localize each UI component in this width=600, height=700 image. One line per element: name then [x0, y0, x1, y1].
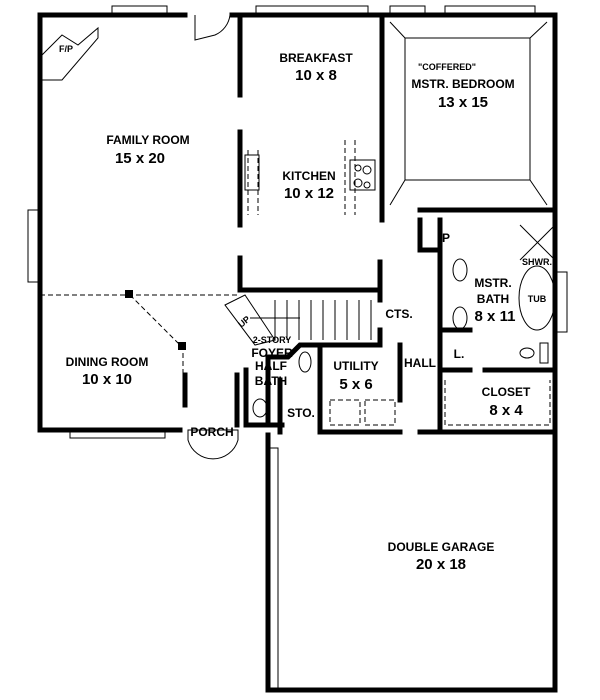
fireplace-icon [41, 26, 99, 81]
closets-label: CTS. [385, 307, 412, 321]
walls [37, 12, 558, 693]
closet-shelf [444, 380, 551, 426]
closet-size: 8 x 4 [489, 402, 523, 419]
column-icon [178, 342, 186, 350]
utility-size: 5 x 6 [339, 376, 372, 393]
sink-icon [452, 258, 468, 282]
stairs [250, 300, 372, 340]
pantry-label: P [442, 231, 450, 245]
kitchen-counter [247, 140, 356, 215]
fireplace-label: F/P [59, 44, 73, 54]
hall-label: HALL [404, 356, 436, 370]
linen-label: L. [454, 347, 465, 361]
dryer-icon [364, 399, 396, 426]
master-bedroom-label: MSTR. BEDROOM [411, 77, 514, 91]
garage-label: DOUBLE GARAGE [388, 540, 495, 554]
door-swing [194, 14, 231, 41]
sink-icon [298, 351, 312, 373]
master-bath-label-1: MSTR. [474, 276, 511, 290]
master-bath-label-2: BATH [477, 292, 509, 306]
toilet-icon [252, 398, 268, 418]
family-room-size: 15 x 20 [115, 150, 165, 167]
half-bath-label-1: HALF [255, 359, 287, 373]
dining-room-size: 10 x 10 [82, 371, 132, 388]
stairs-up-label: UP [236, 314, 252, 330]
tub-label: TUB [528, 294, 547, 304]
foyer-note: 2-STORY [253, 335, 292, 345]
half-bath-label-2: BATH [255, 374, 287, 388]
porch-outline [187, 429, 239, 460]
shower-label: SHWR. [522, 257, 552, 267]
sink-icon [244, 154, 260, 191]
porch-label: PORCH [190, 425, 233, 439]
foyer-opening [40, 294, 240, 405]
foyer-label: FOYER [251, 346, 293, 360]
closet-label: CLOSET [482, 385, 531, 399]
kitchen-label: KITCHEN [282, 169, 335, 183]
master-bedroom-note: "COFFERED" [418, 62, 476, 72]
tub-icon [518, 265, 556, 331]
kitchen-size: 10 x 12 [284, 185, 334, 202]
washer-icon [329, 399, 361, 426]
shower-icon [519, 224, 556, 261]
utility-label: UTILITY [333, 359, 378, 373]
breakfast-label: BREAKFAST [279, 51, 353, 65]
toilet-icon [519, 347, 535, 359]
family-room-label: FAMILY ROOM [106, 133, 189, 147]
stove-icon [349, 159, 376, 191]
master-bedroom-size: 13 x 15 [438, 94, 488, 111]
breakfast-size: 10 x 8 [295, 67, 337, 84]
column-icon [125, 290, 133, 298]
master-bath-size: 8 x 11 [475, 308, 516, 325]
coffered-ceiling [389, 21, 548, 206]
storage-label: STO. [287, 406, 315, 420]
dining-room-label: DINING ROOM [66, 355, 149, 369]
sink-icon [452, 306, 468, 330]
garage-size: 20 x 18 [416, 556, 466, 573]
